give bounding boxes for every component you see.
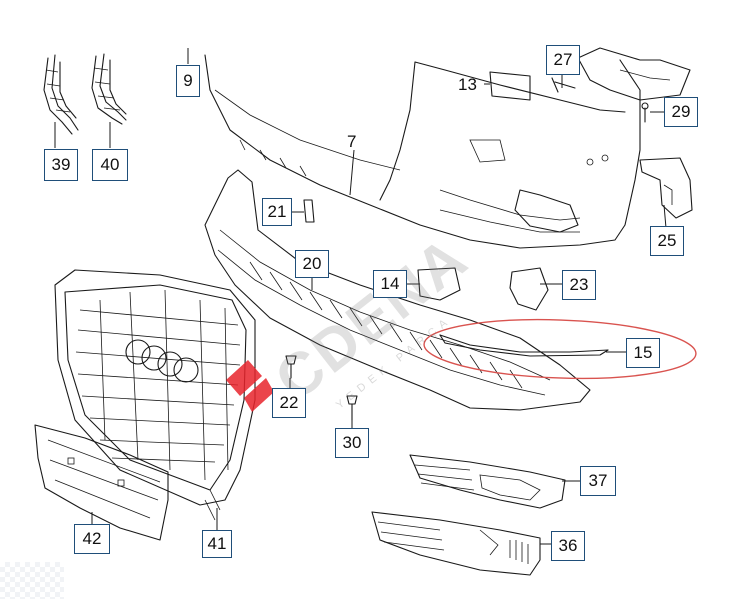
part-25-drawing — [639, 157, 693, 219]
highlight-ellipse — [423, 318, 697, 380]
callout-27: 27 — [546, 45, 580, 75]
callout-40: 40 — [92, 149, 128, 181]
screw-22-drawing — [285, 355, 297, 379]
callout-23: 23 — [562, 270, 596, 300]
callout-7: 7 — [347, 132, 357, 151]
part-14-drawing — [417, 267, 461, 301]
bumper-carrier-drawing — [204, 169, 591, 411]
callout-37: 37 — [580, 466, 616, 496]
part-15-drawing — [439, 334, 609, 357]
part-36-drawing — [371, 511, 541, 576]
callout-36: 36 — [551, 531, 585, 561]
radiator-grille-drawing — [54, 269, 256, 521]
plate-holder-drawing — [34, 424, 169, 541]
callout-39: 39 — [44, 149, 78, 181]
callout-13: 13 — [458, 75, 477, 94]
background-patch — [0, 562, 64, 599]
callout-9: 9 — [176, 65, 200, 97]
screw-30-drawing — [346, 395, 358, 421]
part-23-drawing — [509, 267, 549, 311]
callout-20: 20 — [295, 250, 329, 278]
callout-21: 21 — [262, 198, 292, 226]
bracket-drawings — [489, 47, 691, 123]
callout-14: 14 — [373, 270, 407, 298]
part-21-drawing — [303, 199, 315, 223]
callout-30: 30 — [335, 428, 369, 458]
part-39-drawing — [43, 54, 79, 135]
watermark-logo-mark — [226, 360, 274, 412]
callout-41: 41 — [202, 530, 232, 558]
callout-29: 29 — [664, 97, 698, 127]
callout-15: 15 — [626, 338, 660, 368]
part-37-drawing — [409, 454, 566, 509]
callout-25: 25 — [650, 226, 684, 256]
carrier-ribs — [249, 261, 523, 389]
callout-22: 22 — [272, 388, 306, 418]
part-40-drawing — [91, 53, 127, 125]
audi-rings-drawing — [125, 339, 199, 383]
leader-lines — [54, 48, 667, 545]
callout-42: 42 — [74, 524, 110, 554]
